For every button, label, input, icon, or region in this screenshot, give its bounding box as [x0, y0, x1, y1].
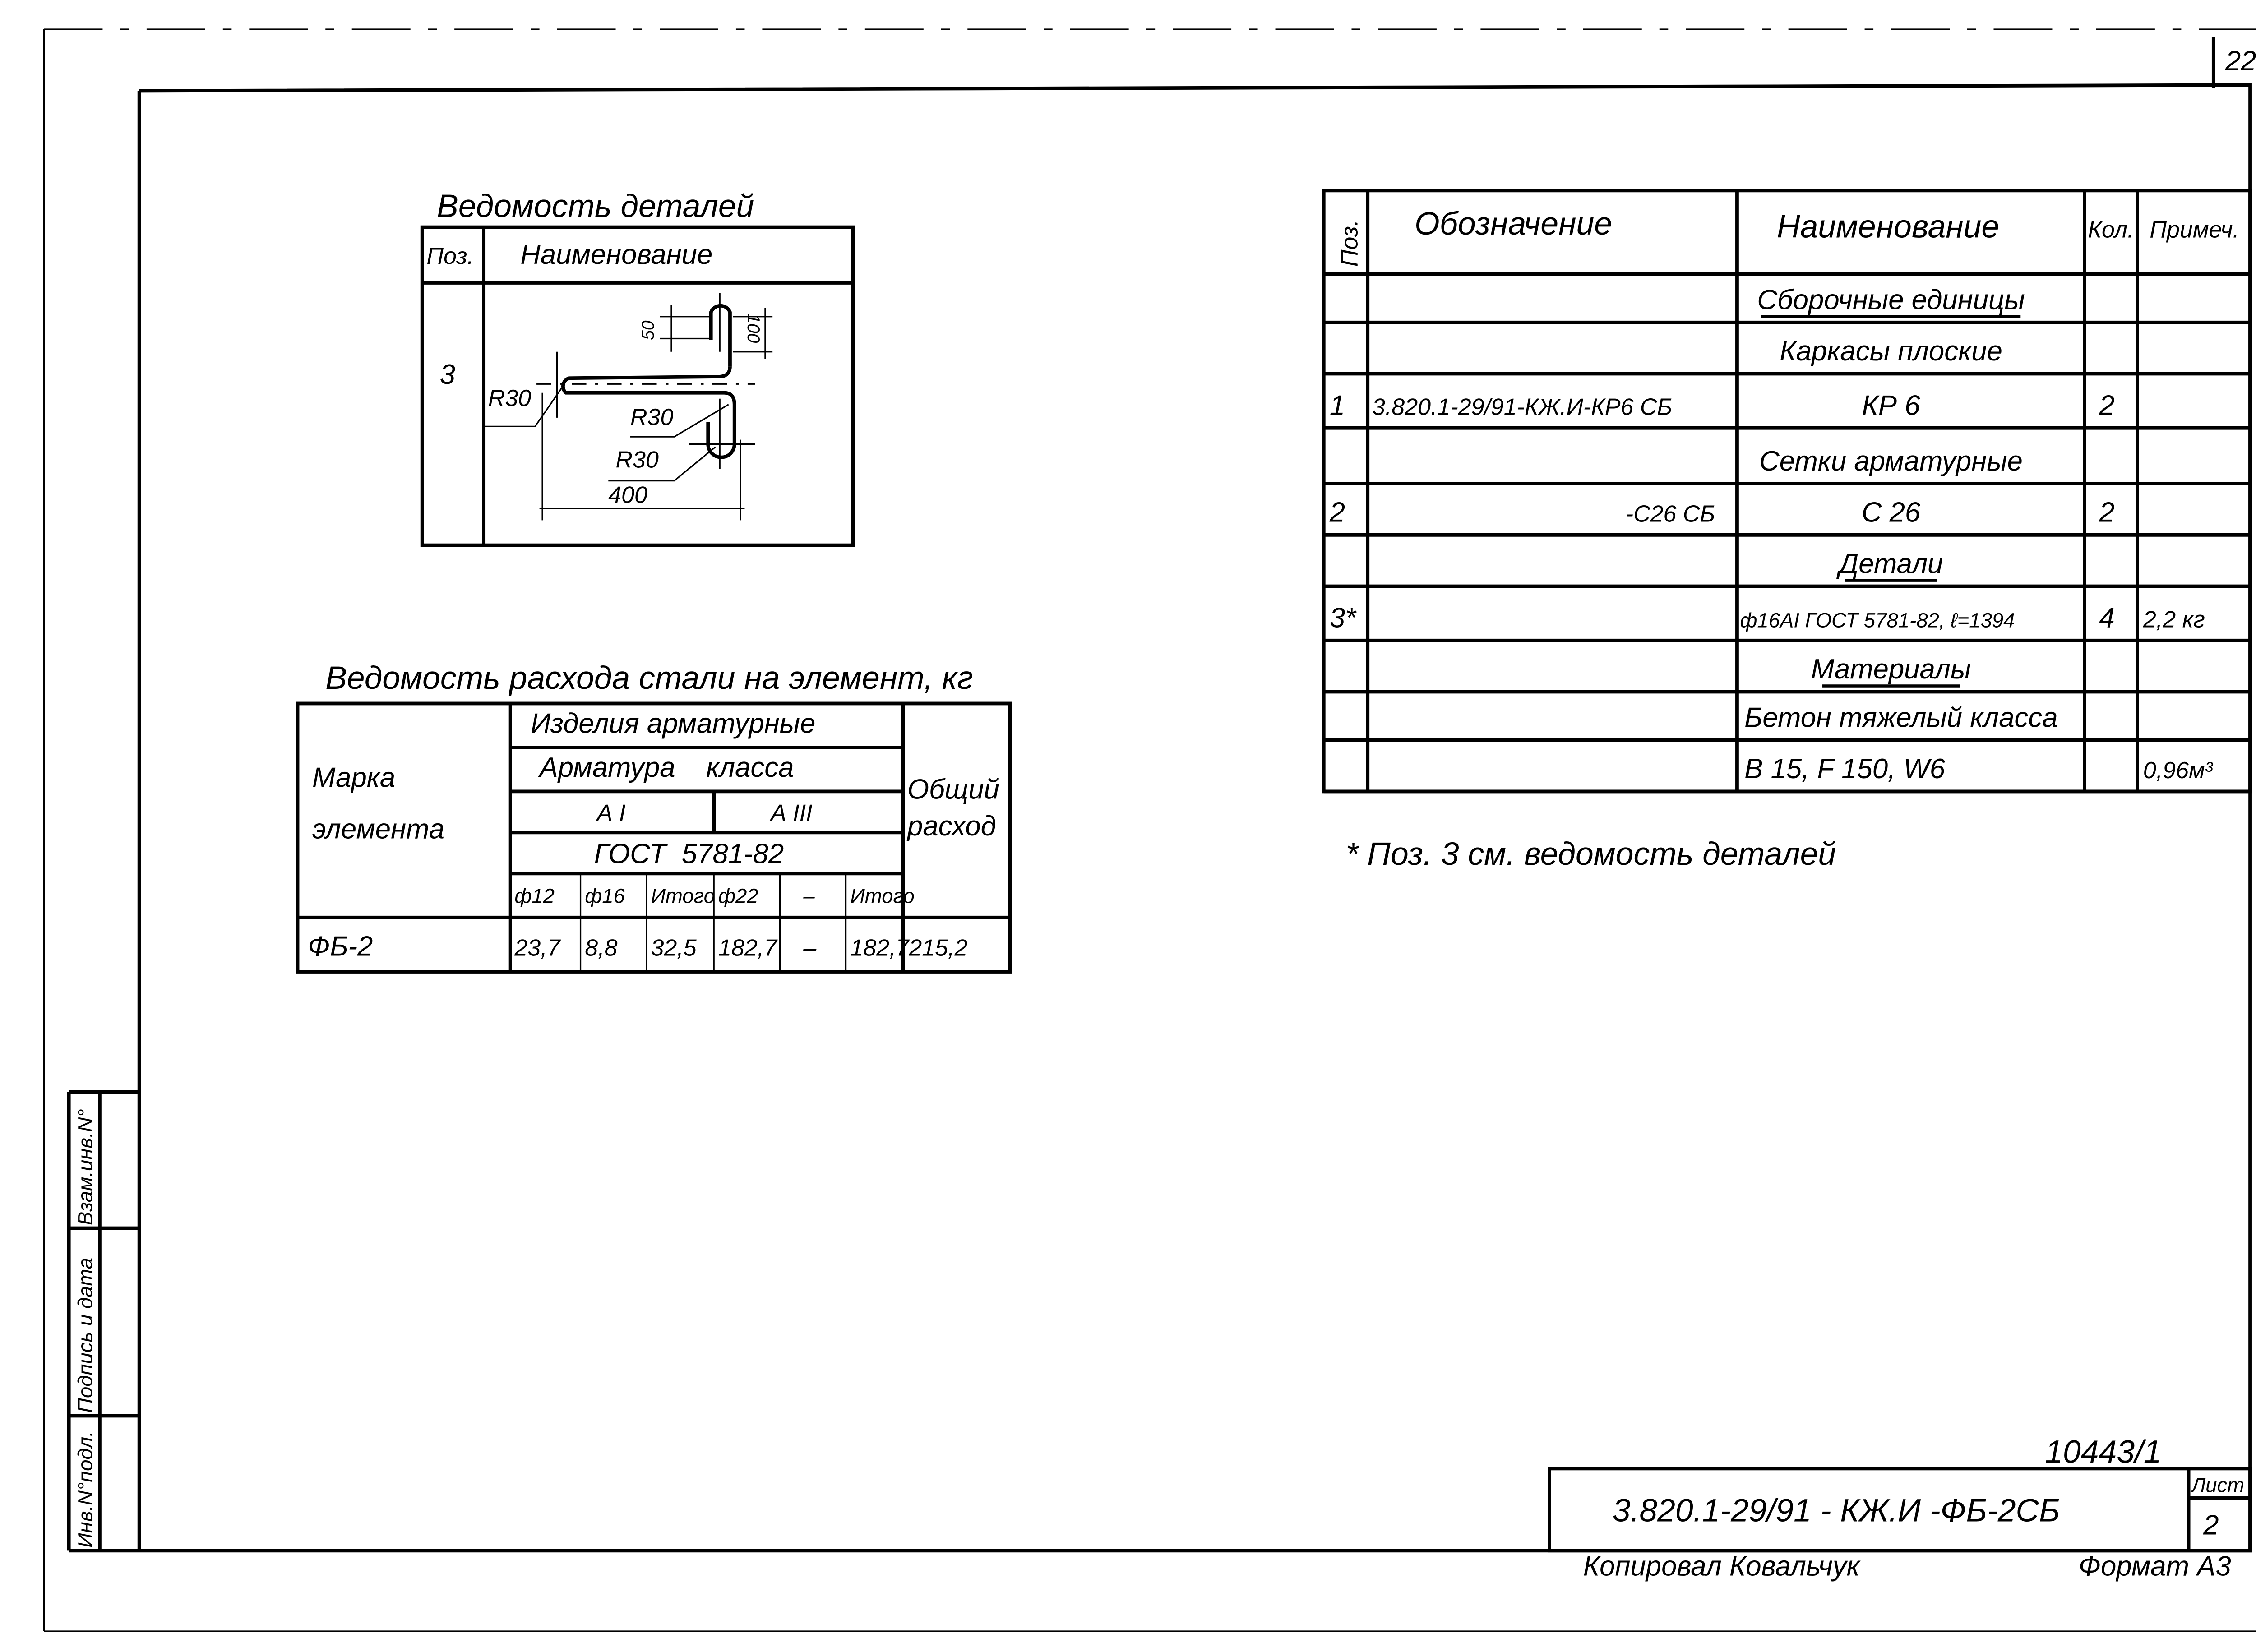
spec-name: С 26 — [1862, 497, 1921, 528]
steel-table-title: Ведомость расхода стали на элемент, кг — [325, 660, 973, 696]
spec-row: Сетки арматурные — [1759, 446, 2023, 477]
row-total: 215,2 — [908, 935, 967, 961]
subheader-cell: ф22 — [718, 884, 758, 907]
inner-frame — [69, 83, 2252, 1553]
spec-header-designation: Обозначение — [1415, 206, 1612, 242]
spec-row: Каркасы плоские — [1780, 336, 2002, 367]
spec-header-qty: Кол. — [2088, 217, 2134, 243]
spec-name: ф16АI ГОСТ 5781-82, ℓ=1394 — [1740, 609, 2015, 632]
value-cell: 32,5 — [651, 935, 697, 961]
header-class-a3: А III — [769, 800, 812, 826]
copied-by: Копировал Ковальчук — [1583, 1551, 1861, 1582]
details-header-name: Наименование — [520, 239, 712, 270]
header-mark-line2: элемента — [312, 813, 444, 844]
value-cell: 182,7 — [850, 935, 910, 961]
spec-row: 3* ф16АI ГОСТ 5781-82, ℓ=1394 4 2,2 кг — [1330, 603, 2205, 634]
spec-row: Детали — [1836, 548, 1943, 582]
spec-name: Бетон тяжелый класса — [1744, 702, 2057, 733]
footnote: * Поз. 3 см. ведомость деталей — [1345, 836, 1836, 872]
radius-label-2: R30 — [630, 404, 673, 430]
dim-50-label: 50 — [638, 320, 658, 340]
header-gost: ГОСТ 5781-82 — [594, 839, 784, 870]
value-cell: 23,7 — [514, 935, 561, 961]
spec-row: Сборочные единицы — [1757, 285, 2025, 318]
spec-row: Материалы — [1811, 654, 1971, 688]
corner-sheet-number: 22 — [2225, 46, 2256, 77]
sheet-label: Лист — [2190, 1473, 2244, 1496]
subheader-cell: Итого — [651, 884, 715, 907]
spec-designation: -С26 СБ — [1626, 501, 1715, 527]
spec-designation: 3.820.1-29/91-КЖ.И-КР6 СБ — [1372, 394, 1672, 420]
header-products: Изделия арматурные — [531, 708, 815, 739]
inventory-number: 10443/1 — [2045, 1434, 2161, 1470]
details-row-pos: 3 — [440, 359, 455, 390]
spec-qty: 2 — [2099, 390, 2114, 421]
value-cell: 182,7 — [718, 935, 778, 961]
value-cell: 8,8 — [585, 935, 617, 961]
header-mark-line1: Марка — [312, 762, 395, 794]
spec-name: КР 6 — [1862, 390, 1921, 421]
spec-pos: 2 — [1329, 497, 1345, 528]
details-header-pos: Поз. — [426, 243, 474, 269]
header-total-line1: Общий — [907, 774, 999, 805]
spec-table: Поз. Обозначение Наименование Кол. Приме… — [1322, 189, 2252, 794]
spec-header-pos: Поз. — [1336, 220, 1363, 267]
document-designation: 3.820.1-29/91 - КЖ.И -ФБ-2СБ — [1613, 1492, 2060, 1528]
sheet-format: Формат А3 — [2079, 1551, 2231, 1582]
outer-border — [43, 28, 2256, 1632]
side-stamp: Инв.N°подл. Подпись и дата Взам.инв.N° — [67, 1090, 139, 1551]
details-table-title: Ведомость деталей — [437, 188, 754, 224]
spec-name: Материалы — [1811, 654, 1971, 685]
sheet-number: 2 — [2203, 1510, 2219, 1541]
spec-row: В 15, F 150, W6 0,96м³ — [1744, 753, 2213, 784]
dim-100-label: 100 — [744, 314, 763, 343]
title-block: 10443/1 3.820.1-29/91 - КЖ.И -ФБ-2СБ Лис… — [1548, 1434, 2252, 1582]
stamp-inv-orig: Инв.N°подл. — [74, 1431, 97, 1548]
spec-note: 0,96м³ — [2143, 757, 2214, 784]
stamp-sign-date: Подпись и дата — [74, 1258, 97, 1413]
spec-row: 1 3.820.1-29/91-КЖ.И-КР6 СБ КР 6 2 — [1330, 390, 2115, 421]
spec-note: 2,2 кг — [2143, 607, 2205, 633]
spec-header-name: Наименование — [1777, 208, 1999, 245]
subheader-cell: – — [803, 884, 815, 907]
spec-row: 2 -С26 СБ С 26 2 — [1329, 497, 2115, 528]
spec-qty: 4 — [2099, 603, 2114, 634]
spec-pos: 3* — [1330, 603, 1357, 634]
spec-header-note: Примеч. — [2150, 217, 2239, 243]
steel-table: Ведомость расхода стали на элемент, кг М… — [296, 660, 1012, 974]
subheader-cell: Итого — [850, 884, 914, 907]
header-class-a1: А I — [596, 800, 626, 826]
bent-bar-sketch: R30 R30 R30 400 50 100 — [485, 293, 773, 521]
row-mark: ФБ-2 — [308, 931, 373, 962]
spec-name: Сетки арматурные — [1759, 446, 2023, 477]
header-rebar-class: Арматура класса — [538, 752, 794, 783]
header-total-line2: расход — [906, 811, 996, 842]
value-cell: – — [803, 935, 817, 961]
spec-name: В 15, F 150, W6 — [1744, 753, 1946, 784]
radius-label-1: R30 — [488, 385, 531, 411]
subheader-cell: ф16 — [585, 884, 625, 907]
details-table: Ведомость деталей Поз. Наименование 3 — [420, 188, 855, 547]
spec-name: Сборочные единицы — [1757, 285, 2025, 316]
spec-name: Каркасы плоские — [1780, 336, 2002, 367]
radius-label-3: R30 — [616, 447, 659, 473]
stamp-inv-repl: Взам.инв.N° — [74, 1109, 97, 1225]
spec-name: Детали — [1836, 548, 1943, 579]
spec-pos: 1 — [1330, 390, 1345, 421]
subheader-cell: ф12 — [514, 884, 555, 907]
corner-number-box: 22 — [2211, 37, 2256, 88]
length-dimension-label: 400 — [608, 482, 647, 508]
spec-row: Бетон тяжелый класса — [1744, 702, 2057, 733]
spec-qty: 2 — [2099, 497, 2114, 528]
